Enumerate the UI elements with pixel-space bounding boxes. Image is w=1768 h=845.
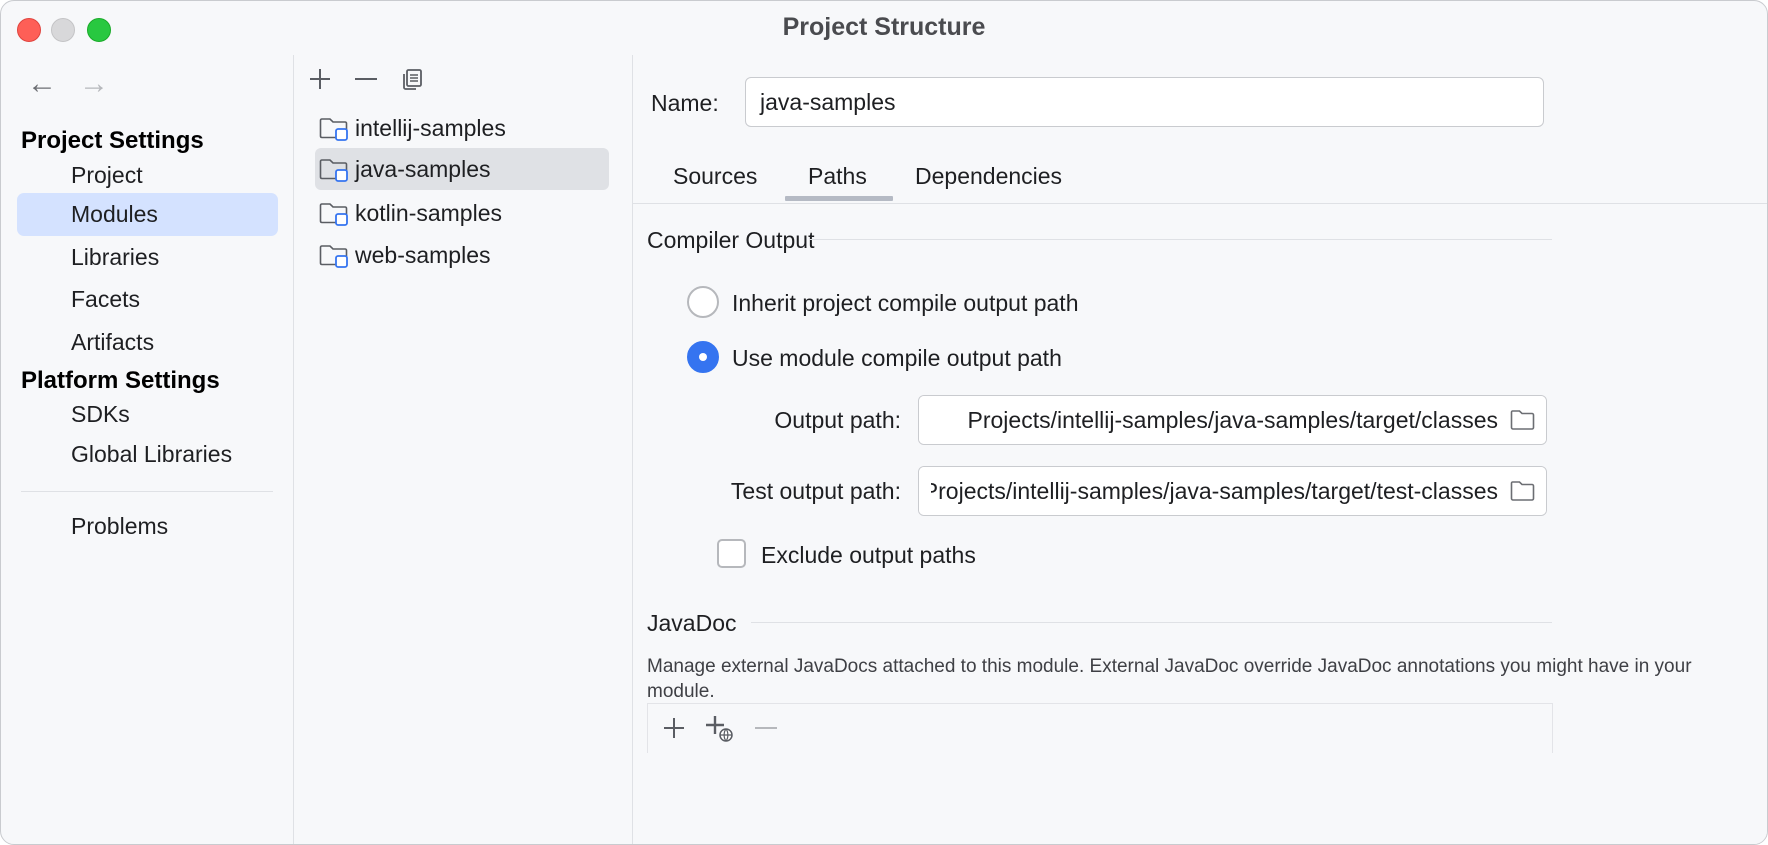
test-output-path-field[interactable]: Projects/intellij-samples/java-samples/t… [918, 466, 1547, 516]
zoom-window-button[interactable] [87, 18, 111, 42]
modules-toolbar [304, 63, 428, 95]
browse-folder-icon[interactable] [1510, 479, 1536, 503]
module-details-panel: Name: java-samples Sources Paths Depende… [633, 55, 1767, 844]
javadoc-toolbar [647, 703, 1553, 753]
add-icon[interactable] [304, 63, 336, 95]
module-label: java-samples [355, 155, 491, 182]
add-icon[interactable] [658, 712, 690, 744]
title-bar: Project Structure [1, 1, 1767, 55]
module-item-web-samples[interactable]: web-samples [315, 234, 609, 276]
sidebar-item-artifacts[interactable]: Artifacts [71, 329, 155, 355]
module-label: intellij-samples [355, 114, 506, 141]
field-button-area [1498, 467, 1546, 515]
minimize-window-button[interactable] [51, 18, 75, 42]
javadoc-title: JavaDoc [647, 610, 737, 636]
module-item-intellij-samples[interactable]: intellij-samples [315, 107, 609, 149]
module-label: web-samples [355, 241, 491, 268]
inherit-output-radio[interactable] [687, 286, 719, 318]
exclude-output-label[interactable]: Exclude output paths [761, 542, 976, 568]
modules-panel: intellij-samples java-samples kotlin-sam… [294, 55, 632, 844]
add-url-icon[interactable] [704, 712, 736, 744]
copy-icon[interactable] [396, 63, 428, 95]
browse-folder-icon[interactable] [1510, 408, 1536, 432]
tab-paths[interactable]: Paths [808, 163, 867, 189]
sidebar-item-libraries[interactable]: Libraries [71, 244, 160, 270]
tabs-separator [633, 203, 1767, 204]
field-edge [919, 396, 931, 444]
module-item-java-samples[interactable]: java-samples [315, 148, 609, 190]
module-tabs: Sources Paths Dependencies [633, 151, 1767, 203]
remove-icon[interactable] [350, 63, 382, 95]
name-label: Name: [651, 90, 719, 116]
window-title: Project Structure [782, 13, 986, 41]
exclude-output-checkbox[interactable] [717, 539, 746, 568]
sidebar-item-sdks[interactable]: SDKs [71, 401, 130, 427]
sidebar-divider [21, 491, 273, 492]
output-path-field[interactable]: Projects/intellij-samples/java-samples/t… [918, 395, 1547, 445]
module-output-label[interactable]: Use module compile output path [732, 345, 1062, 371]
module-folder-icon [319, 159, 348, 182]
back-arrow-icon[interactable]: ← [27, 67, 57, 100]
module-folder-icon [319, 118, 348, 141]
module-output-radio[interactable] [687, 341, 719, 373]
module-item-kotlin-samples[interactable]: kotlin-samples [315, 192, 609, 234]
output-path-value[interactable]: Projects/intellij-samples/java-samples/t… [967, 407, 1498, 433]
platform-settings-header: Platform Settings [21, 367, 220, 394]
sidebar-item-global-libraries[interactable]: Global Libraries [71, 441, 233, 467]
remove-icon[interactable] [750, 712, 782, 744]
tab-dependencies[interactable]: Dependencies [915, 163, 1063, 189]
module-label: kotlin-samples [355, 199, 502, 226]
inherit-output-label[interactable]: Inherit project compile output path [732, 290, 1079, 316]
modules-divider-vertical [632, 55, 633, 844]
settings-sidebar: ← → Project Settings Project Modules Lib… [1, 55, 293, 844]
sidebar-item-modules[interactable]: Modules [17, 193, 278, 236]
test-output-path-value[interactable]: Projects/intellij-samples/java-samples/t… [922, 478, 1498, 504]
project-settings-header: Project Settings [21, 127, 204, 154]
compiler-output-separator [809, 239, 1552, 240]
history-navigation: ← → [27, 67, 109, 100]
forward-arrow-icon[interactable]: → [79, 67, 109, 100]
active-tab-indicator [785, 196, 893, 201]
javadoc-separator [751, 622, 1552, 623]
output-path-label: Output path: [774, 407, 901, 433]
module-name-input[interactable]: java-samples [745, 77, 1544, 127]
module-folder-icon [319, 203, 348, 226]
close-window-button[interactable] [17, 18, 41, 42]
test-output-path-label: Test output path: [730, 478, 901, 504]
tab-sources[interactable]: Sources [673, 163, 758, 189]
compiler-output-title: Compiler Output [647, 227, 815, 253]
module-folder-icon [319, 245, 348, 268]
sidebar-item-problems[interactable]: Problems [71, 513, 169, 539]
sidebar-divider-vertical [293, 55, 294, 844]
sidebar-item-facets[interactable]: Facets [71, 286, 141, 312]
field-button-area [1498, 396, 1546, 444]
field-edge [919, 467, 931, 515]
javadoc-description: Manage external JavaDocs attached to thi… [647, 656, 1692, 702]
sidebar-item-project[interactable]: Project [71, 162, 143, 188]
